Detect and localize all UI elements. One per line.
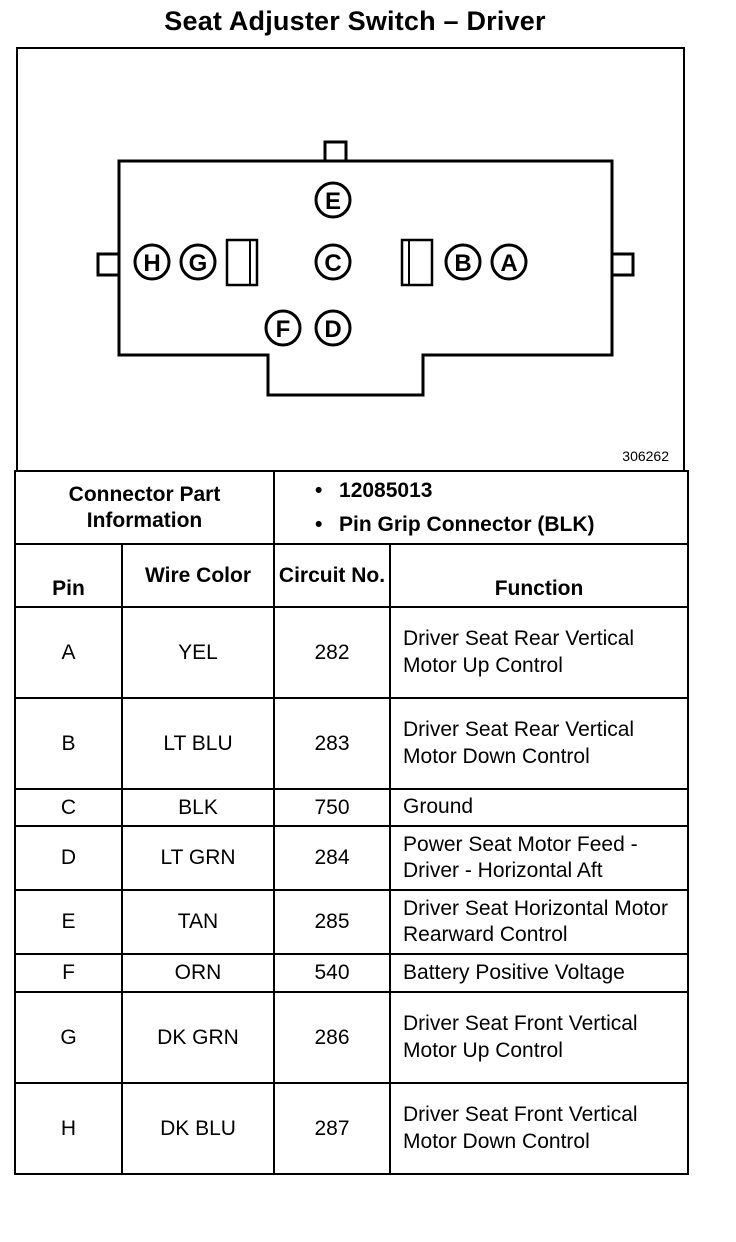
pin-cell: G xyxy=(14,991,123,1084)
pin-d-label: D xyxy=(324,316,341,343)
wire-color-cell: LT GRN xyxy=(120,825,276,891)
connector-info-row: Connector Part Information • 12085013 • Pi… xyxy=(13,470,690,545)
page-title: Seat Adjuster Switch – Driver xyxy=(164,6,546,36)
pin-b-circle xyxy=(444,243,482,281)
right-slot xyxy=(400,238,434,287)
col-header-function: Function xyxy=(389,543,690,608)
wire-color-cell: LT BLU xyxy=(120,697,276,790)
wire-color-cell: TAN xyxy=(120,889,276,955)
left-key xyxy=(96,252,121,277)
connector-outline xyxy=(117,159,614,397)
pin-cell: B xyxy=(14,697,123,790)
col-header-pin: Pin xyxy=(14,543,123,608)
function-cell: Driver Seat Front Vertical Motor Up Cont… xyxy=(389,991,690,1084)
pin-cell: D xyxy=(14,825,123,891)
pin-c-label: C xyxy=(324,250,341,277)
table-row: C BLK 750 Ground xyxy=(14,788,690,827)
circuit-cell: 540 xyxy=(273,953,392,993)
column-header-row: Pin Wire Color Circuit No. Function xyxy=(14,543,690,608)
connector-info-item: • Pin Grip Connector (BLK) xyxy=(315,508,687,542)
pin-g-label: G xyxy=(189,250,208,277)
pin-c-circle xyxy=(314,243,352,281)
table-row: G DK GRN 286 Driver Seat Front Vertical … xyxy=(14,991,690,1084)
bullet-icon: • xyxy=(315,478,323,502)
circuit-cell: 287 xyxy=(273,1082,392,1175)
connector-info-item: • 12085013 xyxy=(315,474,687,508)
function-cell: Driver Seat Front Vertical Motor Down Co… xyxy=(389,1082,690,1175)
col-header-circuit-no: Circuit No. xyxy=(273,543,392,608)
circuit-cell: 750 xyxy=(273,788,392,827)
pin-cell: E xyxy=(14,889,123,955)
connector-diagram: E H G C B A F D 306262 xyxy=(16,47,685,470)
pin-d-circle xyxy=(314,309,352,347)
circuit-cell: 284 xyxy=(273,825,392,891)
pin-e-circle xyxy=(314,181,352,219)
pin-cell: F xyxy=(14,953,123,993)
table-row: B LT BLU 283 Driver Seat Rear Vertical M… xyxy=(14,697,690,790)
wire-color-cell: BLK xyxy=(120,788,276,827)
function-cell: Battery Positive Voltage xyxy=(389,953,690,993)
wire-color-cell: DK GRN xyxy=(120,991,276,1084)
wire-color-cell: DK BLU xyxy=(120,1082,276,1175)
table-row: F ORN 540 Battery Positive Voltage xyxy=(14,953,690,993)
figure-id: 306262 xyxy=(622,448,669,464)
pinout-table: Connector Part Information • 12085013 • Pi… xyxy=(13,470,690,1175)
pin-g-circle xyxy=(179,243,217,281)
circuit-cell: 282 xyxy=(273,606,392,699)
function-cell: Driver Seat Rear Vertical Motor Down Con… xyxy=(389,697,690,790)
pin-cell: A xyxy=(14,606,123,699)
table-row: H DK BLU 287 Driver Seat Front Vertical … xyxy=(14,1082,690,1175)
table-row: E TAN 285 Driver Seat Horizontal Motor R… xyxy=(14,889,690,955)
pin-b-label: B xyxy=(454,250,471,277)
pin-f-label: F xyxy=(276,316,291,343)
pin-cell: C xyxy=(14,788,123,827)
pin-h-label: H xyxy=(143,250,160,277)
table-row: D LT GRN 284 Power Seat Motor Feed - Dri… xyxy=(14,825,690,891)
function-cell: Driver Seat Horizontal Motor Rearward Co… xyxy=(389,889,690,955)
pin-f-circle xyxy=(264,309,302,347)
wire-color-cell: ORN xyxy=(120,953,276,993)
connector-type: Pin Grip Connector (BLK) xyxy=(339,512,595,536)
bullet-icon: • xyxy=(315,512,323,536)
pin-h-circle xyxy=(133,243,171,281)
wire-color-cell: YEL xyxy=(120,606,276,699)
circuit-cell: 286 xyxy=(273,991,392,1084)
function-cell: Driver Seat Rear Vertical Motor Up Contr… xyxy=(389,606,690,699)
circuit-cell: 285 xyxy=(273,889,392,955)
col-header-wire-color: Wire Color xyxy=(120,543,276,608)
function-cell: Power Seat Motor Feed - Driver - Horizon… xyxy=(389,825,690,891)
function-cell: Ground xyxy=(389,788,690,827)
pin-e-label: E xyxy=(325,188,341,215)
pin-a-circle xyxy=(490,243,528,281)
table-row: A YEL 282 Driver Seat Rear Vertical Moto… xyxy=(14,606,690,699)
part-number: 12085013 xyxy=(339,478,433,502)
pin-a-label: A xyxy=(500,250,517,277)
right-key xyxy=(610,252,635,277)
pin-cell: H xyxy=(14,1082,123,1175)
connector-info-label: Connector Part Information xyxy=(13,470,276,545)
connector-info-list: • 12085013 • Pin Grip Connector (BLK) xyxy=(273,470,690,545)
top-latch xyxy=(323,140,348,163)
left-slot xyxy=(225,238,259,287)
connector-face-drawing: E H G C B A F D xyxy=(96,140,635,397)
circuit-cell: 283 xyxy=(273,697,392,790)
